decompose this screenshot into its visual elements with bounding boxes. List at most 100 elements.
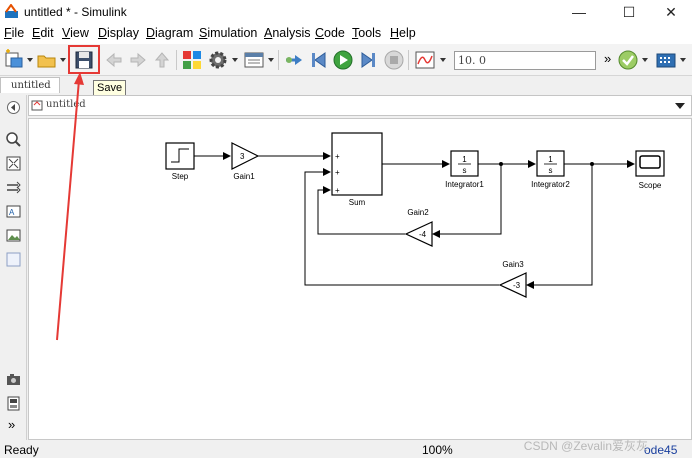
model-settings-gear-icon[interactable] (207, 49, 229, 71)
gain2-label: Gain2 (407, 208, 429, 217)
image-annotation-icon[interactable] (5, 227, 22, 244)
sum-block[interactable]: + + + Sum (331, 132, 383, 207)
integrator2-denominator: s (549, 166, 553, 175)
model-tab-strip: untitled (0, 76, 692, 93)
hide-explorer-bar-icon[interactable] (5, 99, 22, 116)
fit-to-view-icon[interactable] (5, 155, 22, 172)
gain3-label: Gain3 (502, 260, 524, 269)
update-diagram-icon[interactable] (283, 49, 305, 71)
step-block[interactable]: Step (165, 142, 195, 181)
gain2-block[interactable]: -4 Gain2 (404, 208, 433, 247)
screenshot-icon[interactable] (5, 371, 22, 388)
inspector-dropdown-icon[interactable] (440, 58, 446, 62)
menu-help[interactable]: Help (390, 26, 416, 40)
run-icon[interactable] (332, 49, 354, 71)
integrator2-block[interactable]: 1 s Integrator2 (531, 150, 570, 189)
forward-icon[interactable] (127, 49, 149, 71)
menu-file[interactable]: File (4, 26, 25, 40)
menu-view[interactable]: View (62, 26, 89, 40)
svg-text:A: A (9, 208, 15, 217)
expand-palette-icon[interactable]: » (8, 417, 16, 432)
maximize-button[interactable]: ☐ (622, 4, 636, 20)
save-icon[interactable] (73, 49, 95, 71)
scope-block[interactable]: Scope (635, 150, 665, 190)
open-folder-icon[interactable] (36, 49, 58, 71)
solver-name[interactable]: ode45 (644, 443, 678, 457)
arrange-signals-icon[interactable] (5, 179, 22, 196)
sum-sign-2: + (335, 168, 340, 177)
menu-diagram[interactable]: Diagram (146, 26, 194, 40)
menu-tools[interactable]: Tools (352, 26, 382, 40)
chevron-down-icon[interactable] (675, 103, 685, 109)
gain3-block[interactable]: -3 Gain3 (498, 260, 527, 298)
status-text: Ready (4, 443, 39, 457)
gain3-value: -3 (513, 281, 521, 290)
window-title: untitled * - Simulink (24, 5, 127, 19)
toolbar: 10. 0 » (0, 44, 692, 76)
explorer-bar: untitled (28, 95, 692, 116)
toolbar-separator (408, 50, 409, 70)
breadcrumb-model-name[interactable]: untitled (46, 99, 86, 110)
menu-simulation[interactable]: Simulation (199, 26, 258, 40)
menu-analysis[interactable]: Analysis (264, 26, 311, 40)
title-bar: untitled * - Simulink — ☐ ✕ (0, 0, 692, 24)
advisor-dropdown-icon[interactable] (642, 58, 648, 62)
gain1-label: Gain1 (233, 172, 255, 181)
step-back-icon[interactable] (308, 49, 330, 71)
integrator2-numerator: 1 (548, 155, 553, 164)
zoom-level: 100% (422, 443, 453, 457)
build-dropdown-icon[interactable] (680, 58, 686, 62)
signal-feedback-gain2-in (432, 164, 502, 238)
sum-label: Sum (349, 198, 366, 207)
sum-sign-1: + (335, 152, 340, 161)
build-model-icon[interactable] (655, 49, 677, 71)
gain2-value: -4 (419, 230, 427, 239)
step-forward-icon[interactable] (357, 49, 379, 71)
data-inspector-icon[interactable] (414, 49, 436, 71)
integrator2-label: Integrator2 (531, 180, 570, 189)
toolbar-separator (278, 50, 279, 70)
explorer-dropdown-icon[interactable] (268, 58, 274, 62)
block-diagram: Step 3 Gain1 + + + Sum 1 s Integrator1 1 (165, 132, 665, 298)
stop-icon[interactable] (383, 49, 405, 71)
settings-dropdown-icon[interactable] (232, 58, 238, 62)
gain1-value: 3 (240, 152, 245, 161)
watermark: CSDN @Zevalin爱灰灰 (523, 439, 648, 453)
gain1-block[interactable]: 3 Gain1 (231, 142, 260, 181)
open-dropdown-icon[interactable] (60, 58, 66, 62)
menu-bar: File Edit View Display Diagram Simulatio… (0, 24, 692, 44)
block-diagram-palette: A » (0, 95, 27, 440)
model-browser-icon[interactable] (5, 395, 22, 412)
tab-untitled[interactable]: untitled (0, 77, 60, 93)
new-dropdown-icon[interactable] (27, 58, 33, 62)
sum-sign-3: + (335, 186, 340, 195)
model-explorer-icon[interactable] (243, 49, 265, 71)
signal-feedback-gain3-in (526, 164, 593, 289)
minimize-button[interactable]: — (572, 4, 586, 20)
branch-point (499, 162, 503, 166)
close-button[interactable]: ✕ (665, 4, 677, 20)
save-tooltip: Save (93, 80, 127, 96)
menu-edit[interactable]: Edit (32, 26, 54, 40)
model-advisor-check-icon[interactable] (617, 49, 639, 71)
annotation-icon[interactable]: A (5, 203, 22, 220)
branch-point (590, 162, 594, 166)
integrator1-label: Integrator1 (445, 180, 484, 189)
scope-label: Scope (639, 181, 662, 190)
back-icon[interactable] (103, 49, 125, 71)
integrator1-block[interactable]: 1 s Integrator1 (445, 150, 484, 189)
up-to-parent-icon[interactable] (151, 49, 173, 71)
model-canvas[interactable]: Step 3 Gain1 + + + Sum 1 s Integrator1 1 (28, 118, 692, 440)
stop-time-input[interactable]: 10. 0 (454, 51, 596, 70)
area-icon[interactable] (5, 251, 22, 268)
step-block-label: Step (172, 172, 189, 181)
simulink-app-icon (5, 4, 18, 18)
toolbar-overflow-icon[interactable]: » (604, 51, 612, 66)
menu-code[interactable]: Code (315, 26, 345, 40)
library-browser-icon[interactable] (181, 49, 203, 71)
toolbar-separator (176, 50, 177, 70)
zoom-icon[interactable] (5, 131, 22, 148)
menu-display[interactable]: Display (98, 26, 139, 40)
integrator1-numerator: 1 (462, 155, 467, 164)
new-model-icon[interactable] (3, 49, 25, 71)
